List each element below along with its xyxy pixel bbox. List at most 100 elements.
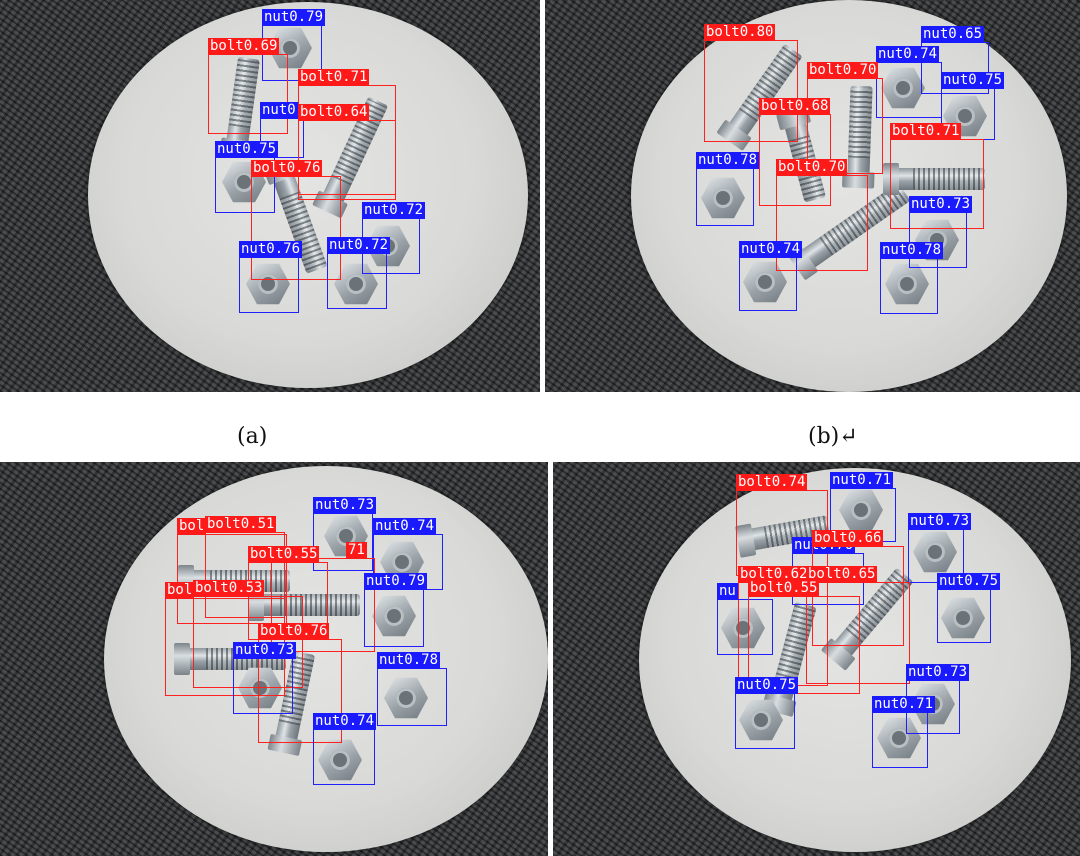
detection-label: bolt0.51 <box>205 516 277 533</box>
image-panel-d: bolt0.74 nut0.71 nut0.73 nut0.76 bolt0.6… <box>553 462 1080 856</box>
bolt-detection: bol <box>177 518 287 624</box>
nut-detection: nut0.74 <box>313 713 377 785</box>
nut-detection: nut0.78 <box>880 242 944 314</box>
detection-label: bolt0.70 <box>776 159 848 176</box>
detection-label: nut0.75 <box>735 677 799 694</box>
detection-label: bolt0.55 <box>748 580 820 597</box>
detection-label: nut0.74 <box>876 46 940 63</box>
bolt-detection: bolt0.64 <box>298 104 396 200</box>
nut-detection: nut0.74 <box>876 46 942 118</box>
detection-label: bolt0.70 <box>807 62 879 79</box>
nut-object <box>384 677 428 719</box>
nut-detection: nut0.79 <box>262 9 326 81</box>
detection-label: nut0.71 <box>872 696 936 713</box>
nut-detection: nut0.71 <box>830 472 896 542</box>
detection-label: nut0.79 <box>364 573 428 590</box>
image-panel-c: nut0.73 bol bolt0.51 nut0.74 bolt0.55 71… <box>0 462 548 856</box>
nut-object <box>372 595 416 637</box>
nut-detection: nut0.73 <box>908 513 972 583</box>
detection-label: bolt0.66 <box>812 530 884 547</box>
nut-detection: nut0.75 <box>735 677 799 749</box>
detection-label: bolt0.76 <box>251 160 323 177</box>
detection-label: bolt0.69 <box>208 38 280 55</box>
bolt-detection: bolt0.69 <box>208 38 288 134</box>
detection-label: nut0.73 <box>906 664 970 681</box>
detection-label: nut0.74 <box>313 713 377 730</box>
plate <box>88 2 528 388</box>
nut-object <box>318 739 362 781</box>
caption-b: (b)↵ <box>808 424 858 449</box>
detection-label: bol <box>177 518 207 535</box>
detection-label: bol <box>165 582 195 599</box>
detection-label: nut0.74 <box>739 241 803 258</box>
bolt-detection: bolt0.65 <box>806 566 910 684</box>
detection-label: bolt0.68 <box>759 98 831 115</box>
nut-detection: nut0.76 <box>239 241 303 313</box>
detection-label: nut0.73 <box>908 513 972 530</box>
bolt-detection: bolt0.53 <box>193 580 303 688</box>
detection-label: nut0 <box>260 102 298 119</box>
detection-label: bolt0.80 <box>704 24 776 41</box>
detection-label: 71 <box>346 542 367 559</box>
nut-detection: nut0 <box>260 102 304 158</box>
image-panel-b: bolt0.80 nut0.65 nut0.74 bolt0.70 nut0.7… <box>545 0 1080 392</box>
nut-object <box>334 263 378 305</box>
nut-detection: nut0.74 <box>739 241 803 311</box>
detection-label: nut0.75 <box>215 141 279 158</box>
detection-label: nut0.73 <box>233 642 297 659</box>
detection-label: bolt0.62 <box>738 566 810 583</box>
bolt-detection: bolt0.71 <box>890 123 984 229</box>
nut-detection: nut0.71 <box>872 696 936 768</box>
bolt-detection: bolt0.51 <box>205 516 285 618</box>
nut-detection: nut0.75 <box>215 141 279 213</box>
bolt-detection: bolt0.68 <box>759 98 831 206</box>
nut-detection: nu <box>717 583 773 655</box>
detection-label: nut0.74 <box>373 518 437 535</box>
nut-detection: nut0.65 <box>921 26 989 94</box>
detection-label: nut0.72 <box>362 202 426 219</box>
bolt-detection: 71 <box>271 542 375 652</box>
bolt-detection: bolt0.76 <box>258 623 342 743</box>
nut-detection: nut0.75 <box>937 573 1001 643</box>
caption-a: (a) <box>237 424 268 449</box>
detection-label: bolt0.65 <box>806 566 878 583</box>
detection-label: nut0.65 <box>921 26 985 43</box>
nut-detection: nut0.72 <box>327 237 391 309</box>
bolt-object <box>883 163 985 195</box>
detection-label: nut0.78 <box>880 242 944 259</box>
image-panel-a: nut0.79 bolt0.69 bolt0.71 nut0 bolt0.64 … <box>0 0 540 392</box>
detection-label: bolt0.71 <box>890 123 962 140</box>
bolt-detection: bolt0.55 <box>748 580 860 694</box>
detection-label: nut0.79 <box>262 9 326 26</box>
detection-label: nut0.75 <box>941 72 1005 89</box>
detection-label: bolt0.53 <box>193 580 265 597</box>
detection-label: bolt0.74 <box>736 474 808 491</box>
nut-detection: nut0.73 <box>313 497 377 571</box>
bolt-detection: bolt0.76 <box>251 160 341 280</box>
nut-detection: nut0.73 <box>233 642 297 714</box>
detection-label: nut0.73 <box>909 196 973 213</box>
nut-detection: nut0.78 <box>377 652 447 726</box>
nut-detection: nut0.78 <box>696 152 760 226</box>
bolt-detection: bolt0.71 <box>298 69 396 195</box>
bolt-detection: bol <box>165 582 285 696</box>
bolt-detection: bolt0.70 <box>776 159 868 271</box>
nut-detection: nut0.73 <box>909 196 973 268</box>
detection-label: nut0.78 <box>377 652 441 669</box>
detection-label: nut0.71 <box>830 472 894 489</box>
detection-label: nut0.78 <box>696 152 760 169</box>
detection-label: bolt0.64 <box>298 104 370 121</box>
detection-label: nu <box>717 583 738 600</box>
detection-label: nut0.72 <box>327 237 391 254</box>
detection-label: nut0.73 <box>313 497 377 514</box>
detection-label: bolt0.76 <box>258 623 330 640</box>
bolt-object <box>248 589 360 621</box>
detection-label: bolt0.71 <box>298 69 370 86</box>
bolt-detection: bolt0.80 <box>704 24 798 142</box>
detection-label: nut0.75 <box>937 573 1001 590</box>
nut-detection: nut0.79 <box>364 573 428 647</box>
bolt-detection: bolt0.70 <box>807 62 883 174</box>
nut-detection: nut0.75 <box>941 72 1005 140</box>
nut-detection: nut0.74 <box>373 518 443 590</box>
detection-label: nut0.76 <box>239 241 303 258</box>
